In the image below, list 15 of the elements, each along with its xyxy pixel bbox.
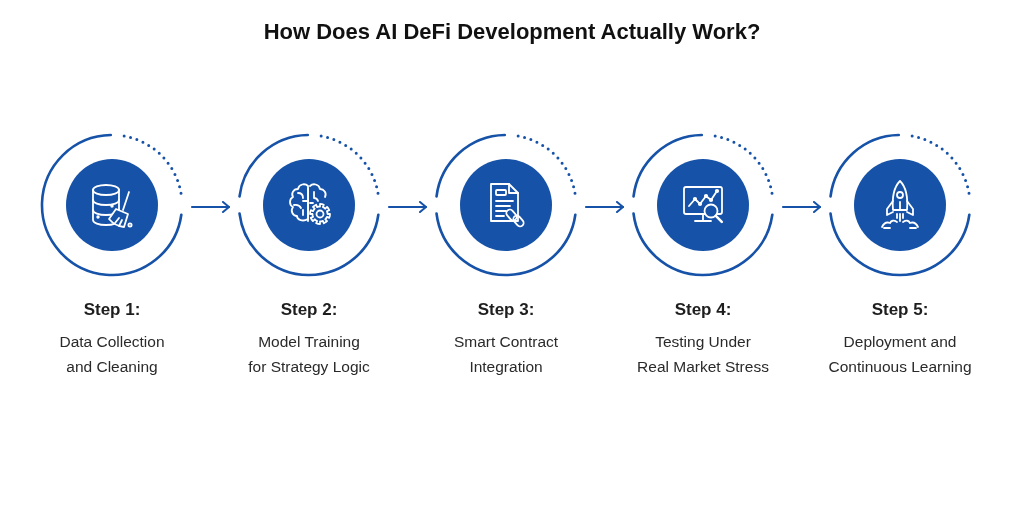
arrow: [190, 201, 231, 213]
step-heading: Step 5:: [871, 299, 929, 321]
step-heading: Step 4:: [674, 299, 732, 321]
step-description: Deployment and Continuous Learning: [827, 332, 973, 377]
step-heading: Step 1:: [83, 299, 141, 321]
step-description: Model Training for Strategy Logic: [247, 332, 371, 377]
title: How Does AI DeFi Development Actually Work?: [263, 18, 761, 46]
step-description: Data Collection and Cleaning: [58, 332, 166, 377]
step-heading: Step 3:: [477, 299, 535, 321]
arrow: [584, 201, 625, 213]
arrow: [781, 201, 822, 213]
step-description: Smart Contract Integration: [452, 332, 560, 377]
step-heading: Step 2:: [280, 299, 338, 321]
arrow: [387, 201, 428, 213]
step-description: Testing Under Real Market Stress: [636, 332, 770, 377]
